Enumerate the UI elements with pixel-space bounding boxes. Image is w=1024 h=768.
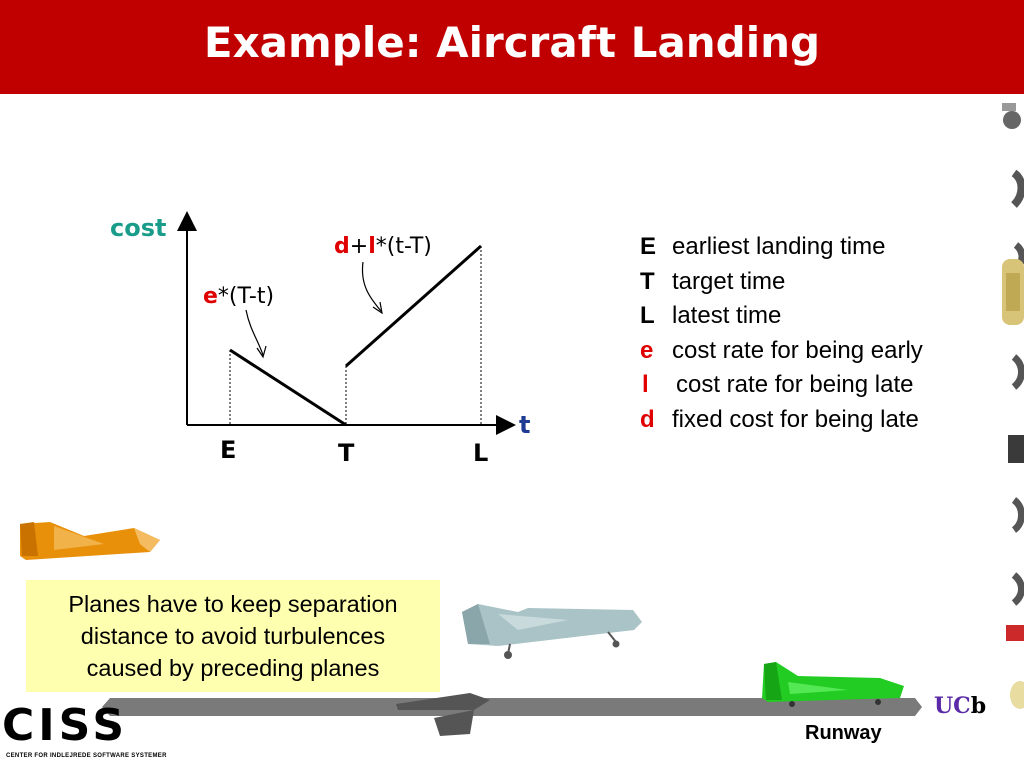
green-plane-icon [762,662,904,707]
ucb-logo-b: b [970,693,987,719]
silver-plane-icon [462,604,642,659]
separation-note: Planes have to keep separation distance … [26,580,440,692]
early-pointer-arrow-head [256,345,267,359]
early-rate-symbol: e [203,284,218,309]
ucb-logo-uc: UC [934,693,971,719]
late-pointer-arrow-head [372,301,383,315]
runway [102,693,922,736]
note-line-3: caused by preceding planes [86,655,380,681]
late-pointer-arrow [361,261,382,312]
legend-symbol: d [640,405,655,433]
legend-text: fixed cost for being late [672,405,919,433]
legend-symbol: e [640,336,654,364]
late-cost-formula: d+l*(t-T) [334,234,432,259]
late-formula-rest: *(t-T) [375,234,432,259]
early-formula-rest: *(T-t) [217,284,275,309]
legend-text: latest time [672,302,782,329]
late-rate-symbol: l [368,234,376,259]
tick-label-t: T [338,439,355,467]
tick-label-l: L [473,439,489,467]
legend-symbol: T [640,267,655,295]
early-pointer-arrow [245,309,264,356]
legend-row-l-rate: l cost rate for being late [640,368,923,403]
late-fixed-symbol: d [334,234,350,259]
x-axis-label: t [519,411,531,439]
decorative-side-strip [1002,103,1024,709]
note-line-2: distance to avoid turbulences [80,623,386,649]
legend-text: cost rate for being early [672,336,923,364]
legend-row-e-rate: e cost rate for being early [640,334,923,369]
slide-title: Example: Aircraft Landing [203,18,821,67]
ciss-logo: CISS [2,700,129,751]
ciss-logo-subtitle: CENTER FOR INDLEJREDE SOFTWARE SYSTEMER [6,753,167,759]
late-cost-line [345,244,482,368]
legend-symbol: L [640,302,655,329]
legend-text: earliest landing time [672,233,886,260]
note-line-1: Planes have to keep separation [68,591,398,617]
legend-text: target time [672,267,786,295]
early-cost-line [229,348,347,427]
early-cost-formula: e*(T-t) [203,284,274,309]
tick-label-e: E [220,436,237,464]
runway-label: Runway [805,722,882,744]
legend-symbol: l [642,371,649,398]
legend-text: cost rate for being late [676,371,914,398]
legend-symbol: E [640,233,657,260]
y-axis-label: cost [110,214,167,242]
title-bar [0,0,1024,94]
late-plus-sign: + [349,234,369,259]
ucb-logo: UCb [934,693,986,719]
legend-row-d: d fixed cost for being late [640,403,923,438]
orange-plane-icon [20,522,160,560]
